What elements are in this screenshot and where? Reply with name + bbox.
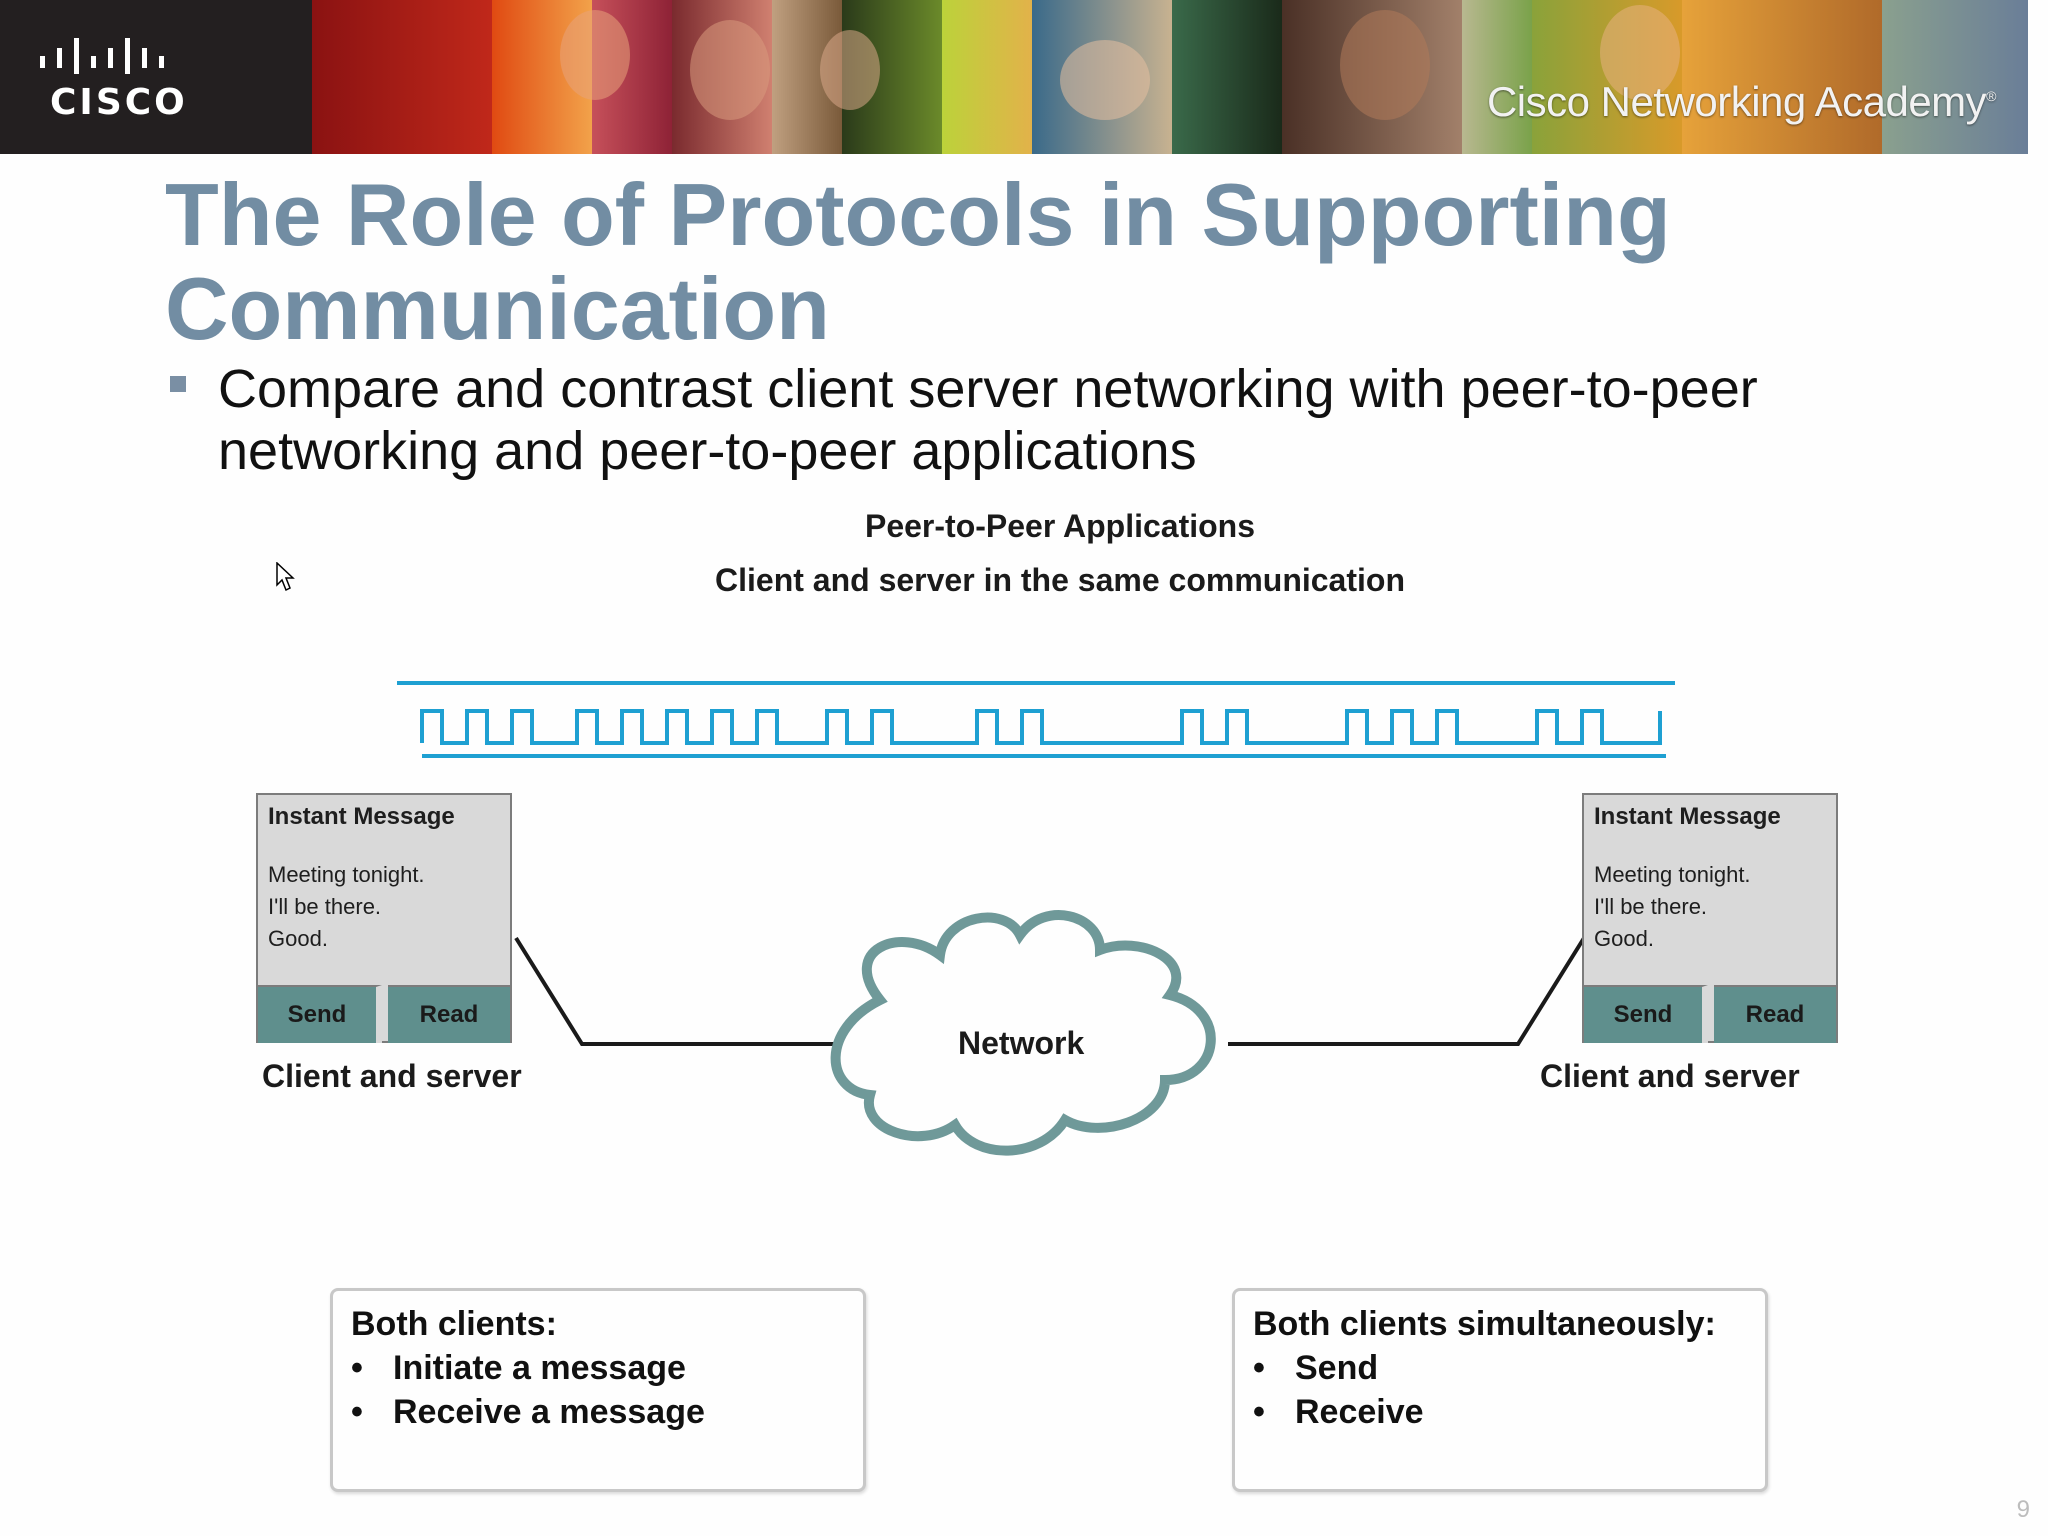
title-line-1: The Role of Protocols in Supporting (165, 165, 1671, 264)
page-number: 9 (2016, 1496, 2030, 1523)
note-heading: Both clients simultaneously: (1253, 1305, 1716, 1343)
left-node-caption: Client and server (262, 1058, 522, 1094)
academy-title: Cisco Networking Academy® (1486, 78, 1997, 125)
im-message: I'll be there. (1594, 894, 1708, 919)
cisco-logo: CISCO (0, 0, 312, 154)
diagram-title: Peer-to-Peer Applications (864, 508, 1255, 544)
note-item: Receive (1253, 1393, 1423, 1432)
im-message-list: Meeting tonight. I'll be there. Good. (268, 859, 425, 955)
note-item: Send (1253, 1349, 1378, 1388)
slide-bullet: Compare and contrast client server netwo… (218, 359, 1758, 481)
cisco-logo-icon (40, 38, 164, 74)
left-read-button[interactable]: Read (388, 985, 510, 1043)
bullet-square-icon (170, 376, 186, 392)
note-item: Initiate a message (351, 1349, 686, 1388)
signal-waveform (397, 681, 1675, 758)
slide-title: The Role of Protocols in Supporting Comm… (165, 168, 1925, 356)
im-message: Good. (1594, 926, 1654, 951)
cisco-logo-text: CISCO (50, 82, 188, 123)
left-instant-message-window: Instant Message Meeting tonight. I'll be… (256, 793, 512, 1043)
header-banner: CISCO Cisco Networking Academy® (0, 0, 2048, 154)
note-both-clients-simultaneously: Both clients simultaneously: Send Receiv… (1232, 1288, 1768, 1492)
note-item: Receive a message (351, 1393, 705, 1432)
im-message: Good. (268, 926, 328, 951)
im-message: I'll be there. (268, 894, 382, 919)
title-line-2: Communication (165, 259, 830, 358)
im-message-list: Meeting tonight. I'll be there. Good. (1594, 859, 1751, 955)
im-window-title: Instant Message (268, 803, 455, 830)
right-send-button[interactable]: Send (1584, 985, 1708, 1043)
im-window-title: Instant Message (1594, 803, 1781, 830)
im-message: Meeting tonight. (1594, 862, 1751, 887)
right-instant-message-window: Instant Message Meeting tonight. I'll be… (1582, 793, 1838, 1043)
diagram-subtitle: Client and server in the same communicat… (715, 562, 1405, 598)
note-heading: Both clients: (351, 1305, 557, 1343)
note-both-clients: Both clients: Initiate a message Receive… (330, 1288, 866, 1492)
im-message: Meeting tonight. (268, 862, 425, 887)
mouse-pointer-icon (276, 562, 295, 592)
right-node-caption: Client and server (1540, 1058, 1800, 1094)
right-read-button[interactable]: Read (1714, 985, 1836, 1043)
network-cloud-label: Network (958, 1025, 1085, 1061)
left-send-button[interactable]: Send (258, 985, 382, 1043)
